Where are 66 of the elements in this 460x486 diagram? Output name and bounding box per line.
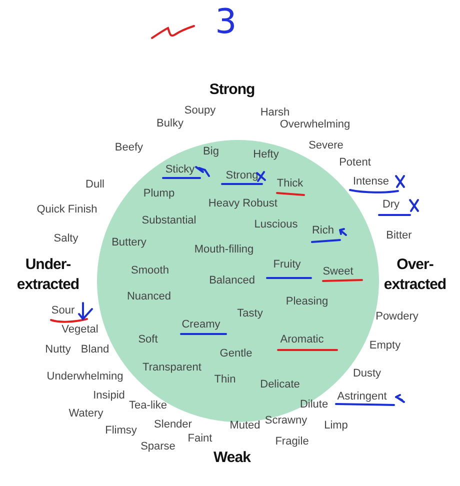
axis-title: Over-extracted [382, 255, 448, 295]
taste-word: Dusty [352, 368, 382, 380]
taste-word: Tasty [237, 308, 263, 320]
taste-word: Sparse [140, 440, 176, 454]
taste-word: Bitter [386, 230, 412, 242]
taste-word: Watery [68, 408, 104, 420]
taste-word: Transparent [142, 362, 202, 374]
taste-word: Soupy [184, 104, 216, 118]
taste-word: Sour [51, 304, 75, 318]
taste-word: Flimsy [105, 424, 137, 438]
taste-word: Insipid [93, 390, 125, 402]
taste-word: Fragile [275, 436, 309, 448]
taste-word: Underwhelming [46, 370, 124, 384]
taste-word: Salty [54, 232, 78, 246]
taste-word: Pleasing [286, 296, 328, 308]
taste-word: Big [203, 146, 219, 158]
taste-word: Delicate [260, 378, 300, 392]
taste-word: Tea-like [129, 400, 167, 412]
axis-title: Strong [209, 80, 255, 100]
handwritten-number: 3 [215, 5, 237, 39]
taste-word: Vegetal [62, 324, 98, 336]
taste-word: Rich [312, 224, 334, 238]
taste-word: Beefy [114, 142, 144, 154]
taste-word: Smooth [131, 264, 169, 278]
taste-word: Heavy [208, 198, 240, 210]
taste-word: Luscious [254, 218, 298, 232]
taste-word: Hefty [253, 148, 279, 162]
taste-word: Astringent [337, 390, 387, 404]
taste-word: Dilute [300, 398, 328, 412]
taste-word: Quick Finish [36, 204, 98, 216]
taste-word: Nutty [45, 344, 71, 356]
taste-word: Dull [86, 178, 104, 192]
taste-word: Buttery [112, 236, 146, 250]
taste-word: Gentle [220, 348, 252, 360]
taste-word: Plump [143, 188, 175, 200]
taste-word: Empty [369, 340, 401, 352]
taste-word: Soft [138, 334, 158, 346]
taste-word: Robust [242, 198, 278, 210]
taste-word: Faint [188, 432, 212, 446]
taste-word: Strong [226, 170, 258, 182]
taste-word: Aromatic [280, 334, 324, 346]
taste-word: Bland [80, 344, 110, 356]
taste-word: Fruity [273, 258, 301, 272]
taste-word: Sticky [165, 164, 195, 176]
taste-word: Limp [324, 420, 348, 432]
taste-word: Balanced [209, 274, 255, 288]
taste-word: Intense [352, 176, 390, 188]
taste-word: Slender [154, 418, 192, 432]
taste-word: Creamy [182, 318, 220, 332]
taste-word: Scrawny [264, 414, 308, 428]
taste-word: Muted [230, 420, 260, 432]
taste-word: Nuanced [126, 290, 172, 304]
taste-word: Substantial [142, 214, 196, 228]
taste-word: Thin [214, 374, 236, 386]
taste-word: Overwhelming [280, 118, 350, 132]
taste-word: Potent [339, 156, 371, 170]
axis-title: Weak [214, 448, 250, 468]
taste-word: Sweet [322, 266, 354, 278]
axis-title: Under-extracted [16, 255, 80, 295]
taste-word: Dry [382, 198, 400, 212]
taste-word: Severe [308, 140, 344, 152]
taste-word: Mouth-filling [194, 244, 254, 256]
taste-word: Powdery [376, 310, 418, 324]
taste-word: Bulky [156, 118, 184, 130]
taste-word: Harsh [260, 106, 290, 120]
taste-word: Thick [276, 178, 304, 190]
